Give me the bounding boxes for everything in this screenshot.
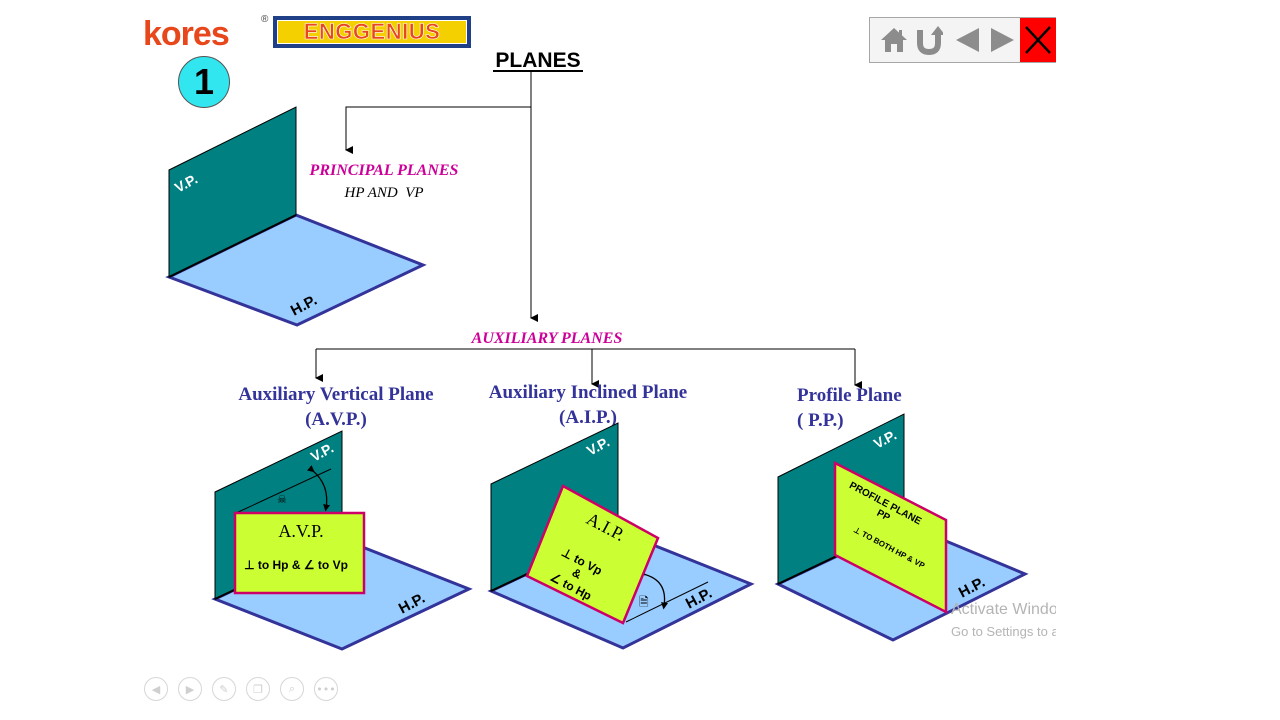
close-button[interactable] bbox=[1020, 18, 1056, 62]
pen-icon: ✎ bbox=[219, 682, 229, 696]
next-icon bbox=[991, 28, 1014, 52]
slide-number-badge: 1 bbox=[178, 56, 230, 108]
avp-plane-label: A.V.P. bbox=[278, 521, 323, 541]
activate-windows-settings-hint: Go to Settings to activate Windows. bbox=[951, 624, 1056, 639]
aip-angle-arc bbox=[638, 569, 668, 610]
next-slide-button[interactable]: ▶ bbox=[178, 677, 202, 701]
pp-abbreviation: ( P.P.) bbox=[797, 410, 844, 431]
close-icon bbox=[1025, 26, 1051, 54]
auxiliary-planes-heading: AUXILIARY PLANES bbox=[471, 330, 623, 347]
pp-figure: V.P. H.P. PROFILE PLANE PP ⊥ TO BOTH HP … bbox=[774, 413, 1029, 642]
avp-title: Auxiliary Vertical Plane bbox=[238, 384, 433, 405]
aip-angle-symbol: 🗎 bbox=[639, 595, 649, 609]
principal-planes-heading: PRINCIPAL PLANES bbox=[309, 162, 459, 179]
home-button[interactable] bbox=[876, 18, 912, 62]
pp-title: Profile Plane bbox=[797, 385, 902, 406]
avp-relation-text: ⊥ to Hp & ∠ to Vp bbox=[244, 558, 348, 572]
principal-planes-figure: V.P. H.P. bbox=[165, 106, 427, 327]
navigation-bar bbox=[869, 17, 1056, 63]
previous-icon bbox=[956, 28, 979, 52]
pp-plane bbox=[833, 460, 948, 615]
avp-figure: ☠ V.P. H.P. A.V.P. ⊥ to Hp & ∠ to Vp bbox=[211, 430, 473, 651]
return-button[interactable] bbox=[912, 18, 946, 62]
previous-slide-button[interactable]: ◀ bbox=[144, 677, 168, 701]
kores-logo: kores bbox=[143, 15, 230, 53]
previous-slide-icon: ◀ bbox=[151, 682, 161, 696]
slides-icon: ❐ bbox=[253, 682, 263, 696]
more-button[interactable]: ••• bbox=[314, 677, 338, 701]
principal-planes-subheading: HP AND VP bbox=[343, 185, 423, 201]
next-button[interactable] bbox=[984, 18, 1020, 62]
avp-abbreviation: (A.V.P.) bbox=[305, 409, 367, 430]
aip-abbreviation: (A.I.P.) bbox=[559, 407, 617, 428]
more-icon: ••• bbox=[316, 682, 336, 696]
enggenius-logo-text: ENGGENIUS bbox=[277, 19, 467, 44]
zoom-button[interactable]: ⌕ bbox=[280, 677, 304, 701]
aip-title: Auxiliary Inclined Plane bbox=[489, 382, 687, 403]
zoom-icon: ⌕ bbox=[288, 682, 296, 695]
avp-angle-symbol: ☠ bbox=[277, 493, 287, 506]
enggenius-logo: ENGGENIUS bbox=[273, 16, 471, 48]
connector-lines bbox=[315, 72, 862, 389]
activate-windows-watermark: Activate Windows bbox=[951, 601, 1056, 618]
diagram-title: PLANES bbox=[495, 49, 580, 72]
registered-mark: ® bbox=[261, 14, 269, 25]
aip-figure: V.P. 🗎 H.P. A.I.P. ⊥ to Vp & ∠ to Hp bbox=[487, 422, 755, 650]
home-icon bbox=[881, 28, 907, 52]
slides-button[interactable]: ❐ bbox=[246, 677, 270, 701]
previous-button[interactable] bbox=[950, 18, 986, 62]
pen-button[interactable]: ✎ bbox=[212, 677, 236, 701]
avp-angle-arc bbox=[307, 465, 331, 512]
return-icon bbox=[917, 26, 943, 56]
aip-plane bbox=[525, 484, 660, 625]
next-slide-icon: ▶ bbox=[185, 682, 195, 696]
avp-plane bbox=[233, 511, 366, 595]
